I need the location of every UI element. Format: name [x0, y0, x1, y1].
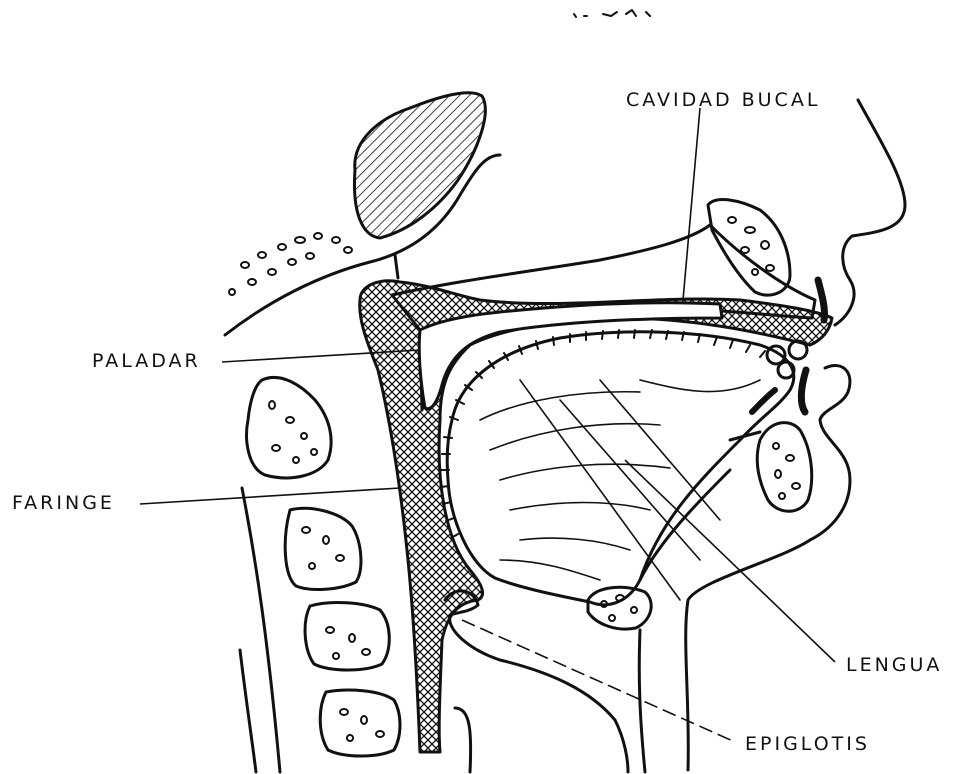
leader-epiglotis	[462, 620, 735, 742]
larynx-wall	[639, 630, 645, 772]
label-paladar: PALADAR	[92, 352, 201, 371]
hyoid-bone	[588, 587, 651, 629]
leader-faringe	[140, 488, 400, 504]
label-lengua: LENGUA	[846, 656, 942, 675]
tongue-papillae	[441, 330, 765, 538]
lower-lip	[801, 370, 806, 412]
mandible-texture	[773, 443, 800, 499]
spine-front-line	[242, 488, 280, 772]
larynx-inner	[455, 708, 471, 772]
label-cavidad-bucal: CAVIDAD BUCAL	[626, 91, 820, 110]
vertebra-c3	[305, 603, 389, 670]
nose-profile	[835, 100, 905, 325]
label-epiglotis: EPIGLOTIS	[745, 735, 870, 754]
hyoid-texture	[601, 595, 637, 621]
lower-lip-chin	[686, 365, 850, 770]
top-marks	[574, 10, 650, 17]
tooth-lower	[789, 341, 807, 359]
floor-of-mouth	[640, 432, 760, 580]
tongue-muscle-fibers	[480, 380, 760, 600]
leader-lengua	[625, 460, 835, 662]
vertebra-c2	[285, 508, 361, 589]
vertebra-c4	[320, 690, 400, 756]
skull-base-texture	[229, 233, 352, 295]
spine-back-line	[240, 650, 256, 772]
label-faringe: FARINGE	[12, 494, 115, 513]
vertebra-c1	[247, 377, 332, 477]
sphenoid-bone	[354, 93, 485, 238]
skull-base-line-inner	[395, 255, 398, 278]
leader-cavidad-bucal	[683, 108, 700, 300]
